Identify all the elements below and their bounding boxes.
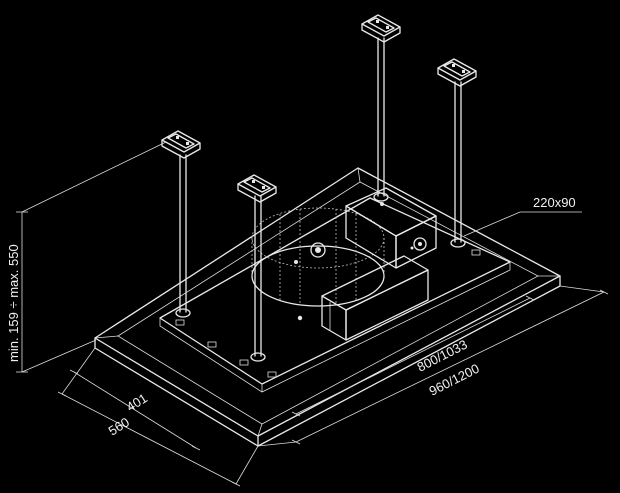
ceiling-brackets bbox=[161, 14, 477, 203]
width-dimensions bbox=[257, 285, 609, 447]
suspension-rods bbox=[175, 37, 466, 362]
electric-box bbox=[345, 187, 437, 269]
duct-dimension-leader bbox=[463, 211, 582, 237]
depth-inner-label: 401 bbox=[124, 390, 150, 414]
hood-inner-panel bbox=[159, 197, 511, 393]
height-range-label: min. 159 ÷ max. 550 bbox=[6, 244, 21, 362]
motor-housing bbox=[251, 207, 385, 321]
hood-outer-frame bbox=[94, 167, 561, 447]
depth-dimensions bbox=[57, 347, 259, 487]
duct-size-label: 220x90 bbox=[533, 195, 576, 210]
height-dimension bbox=[16, 141, 167, 373]
depth-outer-label: 560 bbox=[106, 414, 132, 438]
duct-outlet bbox=[321, 255, 429, 341]
